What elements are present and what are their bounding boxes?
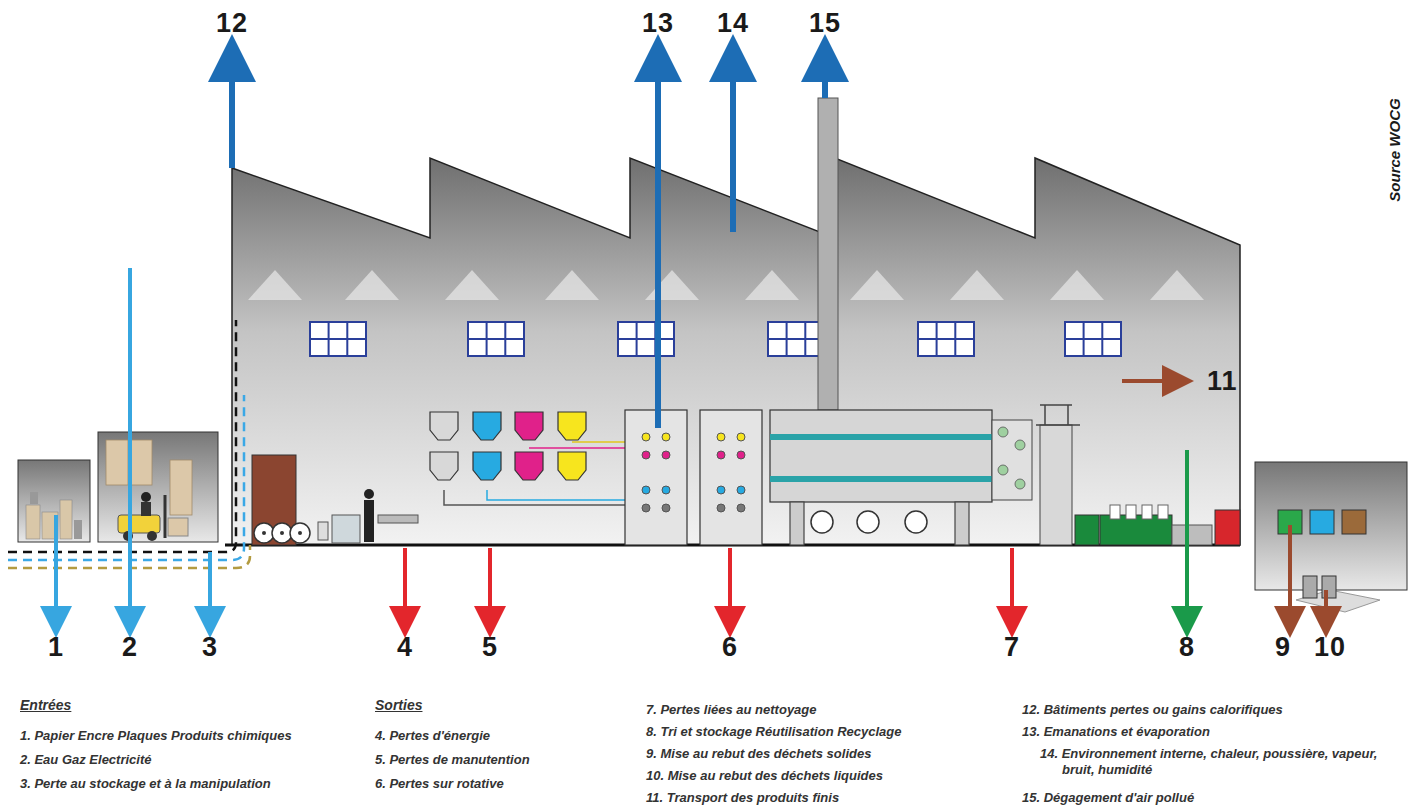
callout-number: 15 bbox=[809, 8, 841, 38]
callout-number: 4 bbox=[397, 632, 413, 662]
key-entry: 11. Transport des produits finis bbox=[646, 790, 1053, 806]
key-entry: 13. Emanations et évaporation bbox=[1022, 724, 1414, 740]
key-entry: 14. Environnement interne, chaleur, pous… bbox=[1040, 746, 1392, 778]
source-note: Source WOCG bbox=[1386, 98, 1404, 201]
key-entry: 4. Pertes d'énergie bbox=[375, 728, 657, 744]
callout-number: 13 bbox=[642, 8, 674, 38]
callout-number: 14 bbox=[717, 8, 749, 38]
key-heading: Sorties bbox=[375, 696, 422, 714]
key-entry: 10. Mise au rebut des déchets liquides bbox=[646, 768, 1053, 784]
key-entry: 2. Eau Gaz Electricité bbox=[20, 752, 382, 768]
callout-number: 11 bbox=[1207, 366, 1238, 396]
callout-number: 1 bbox=[48, 632, 64, 662]
callout-number: 5 bbox=[482, 632, 498, 662]
key-entry: 7. Pertes liées au nettoyage bbox=[646, 702, 1053, 718]
key-entry: 3. Perte au stockage et à la manipulatio… bbox=[20, 776, 382, 792]
key-entry: 5. Pertes de manutention bbox=[375, 752, 657, 768]
key-entry: 6. Pertes sur rotative bbox=[375, 776, 657, 792]
callout-number: 2 bbox=[122, 632, 138, 662]
callout-number: 9 bbox=[1275, 632, 1291, 662]
key-entry: 1. Papier Encre Plaques Produits chimiqu… bbox=[20, 728, 382, 744]
callout-number: 7 bbox=[1004, 632, 1020, 662]
key-heading: Entrées bbox=[20, 696, 71, 714]
callout-number: 6 bbox=[722, 632, 738, 662]
callout-number: 8 bbox=[1179, 632, 1195, 662]
key-entry: 9. Mise au rebut des déchets solides bbox=[646, 746, 1053, 762]
key-entry: 15. Dégagement d'air pollué bbox=[1022, 790, 1414, 806]
callout-number: 3 bbox=[202, 632, 218, 662]
key-entry: 12. Bâtiments pertes ou gains calorifiqu… bbox=[1022, 702, 1414, 718]
key-entry: 8. Tri et stockage Réutilisation Recycla… bbox=[646, 724, 1053, 740]
callout-number: 12 bbox=[216, 8, 248, 38]
callout-number: 10 bbox=[1314, 632, 1346, 662]
